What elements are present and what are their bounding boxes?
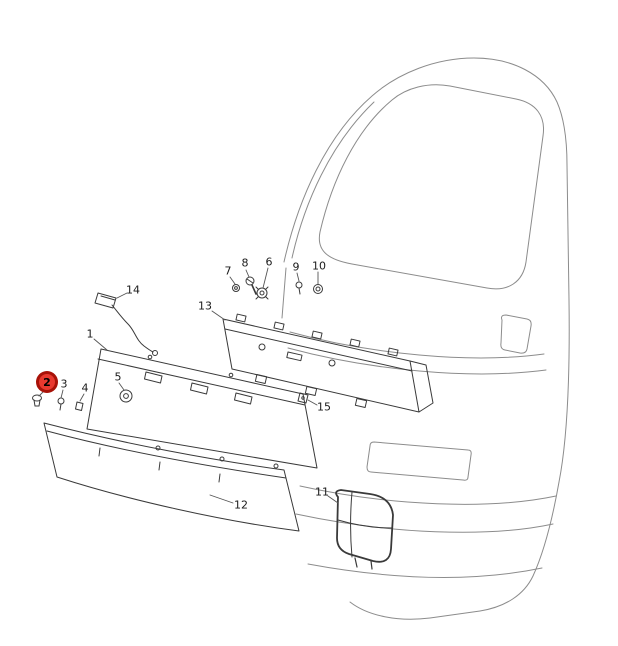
callout-10[interactable]: 10	[312, 259, 326, 273]
callout-2-highlighted[interactable]: 2	[39, 374, 55, 390]
rear-window	[318, 84, 545, 290]
callout-1[interactable]: 1	[86, 327, 94, 341]
callout-6[interactable]: 6	[265, 255, 273, 269]
push-pin-part-2	[32, 394, 42, 402]
bolt-part-7	[232, 284, 240, 292]
callout-11[interactable]: 11	[315, 485, 329, 499]
callout-14[interactable]: 14	[126, 283, 140, 297]
screw-part-8	[245, 276, 255, 286]
callout-8[interactable]: 8	[241, 256, 249, 270]
callout-13[interactable]: 13	[198, 299, 212, 313]
bumper-line-2	[295, 513, 554, 533]
body-tail-lamp	[500, 314, 532, 354]
bumper-line-3	[307, 563, 543, 578]
reinforcement-panel-part-13	[222, 313, 434, 413]
harness-wire	[111, 304, 154, 353]
callout-9[interactable]: 9	[292, 260, 300, 274]
ring-part-10	[313, 284, 323, 294]
wiring-harness-part-14	[94, 292, 158, 356]
harness-connector	[94, 292, 117, 309]
callout-7[interactable]: 7	[224, 264, 232, 278]
bumper-line-1	[299, 485, 557, 505]
leader-lines	[38, 267, 339, 504]
tail-lamp-part-11	[335, 489, 394, 570]
liftgate-crease-lower	[287, 347, 547, 375]
license-plate-pocket	[366, 441, 472, 481]
grommet-part-6	[256, 287, 268, 299]
applique-panel-part-12	[43, 422, 300, 532]
callout-5[interactable]: 5	[114, 370, 122, 384]
fasteners-group	[32, 276, 323, 411]
callout-12[interactable]: 12	[234, 498, 248, 512]
callout-15[interactable]: 15	[317, 400, 331, 414]
callout-3[interactable]: 3	[60, 377, 68, 391]
clip-part-4	[75, 401, 84, 411]
roof-inner-line	[291, 101, 375, 259]
liftgate-crease-upper	[289, 331, 545, 359]
clip-part-15	[297, 392, 309, 404]
grommet-part-5	[119, 389, 133, 403]
vehicle-rear-outline	[281, 57, 570, 620]
trim-panel-part-1	[86, 348, 318, 469]
callout-4[interactable]: 4	[81, 381, 89, 395]
